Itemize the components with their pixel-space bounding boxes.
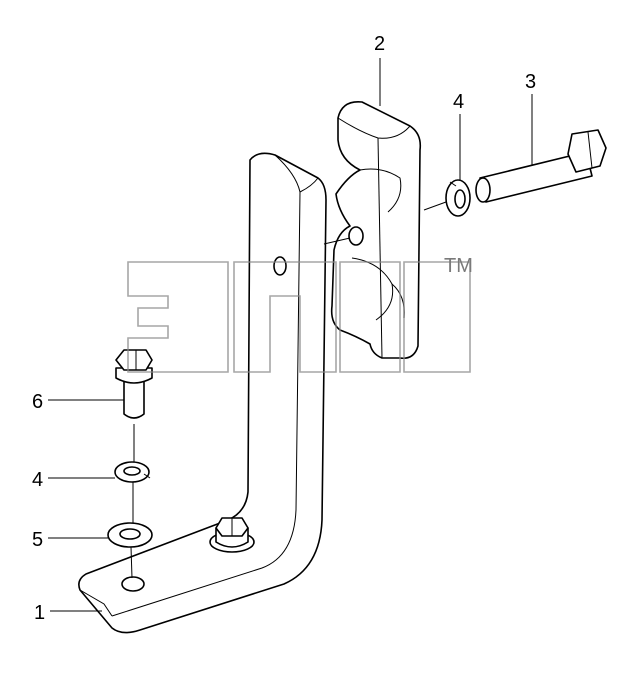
callout-1: 1 bbox=[34, 602, 45, 624]
installed-bolt bbox=[209, 517, 255, 553]
part-4-upper-lock-washer bbox=[445, 179, 471, 217]
part-2-clamp-block bbox=[330, 101, 422, 360]
part-1-bracket bbox=[78, 152, 327, 634]
part-3-long-bolt bbox=[475, 129, 607, 203]
watermark-trademark: TM bbox=[444, 255, 473, 277]
assembly-lines bbox=[130, 201, 447, 579]
part-5-flat-washer bbox=[107, 522, 153, 548]
part-6-small-bolt bbox=[115, 349, 153, 419]
callout-3: 3 bbox=[525, 71, 536, 93]
clamp-hole bbox=[348, 226, 364, 246]
callouts: 1 2 3 4 5 4 6 bbox=[32, 33, 536, 624]
callout-4-lower: 4 bbox=[32, 469, 43, 491]
bracket-foot-hole bbox=[121, 576, 145, 592]
callout-4-upper: 4 bbox=[453, 91, 464, 113]
callout-6: 6 bbox=[32, 391, 43, 413]
callout-2: 2 bbox=[374, 33, 385, 55]
callout-5: 5 bbox=[32, 529, 43, 551]
part-4-lower-lock-washer bbox=[114, 461, 151, 483]
watermark-logo: TM bbox=[127, 255, 473, 373]
bracket-upper-hole bbox=[273, 256, 287, 276]
